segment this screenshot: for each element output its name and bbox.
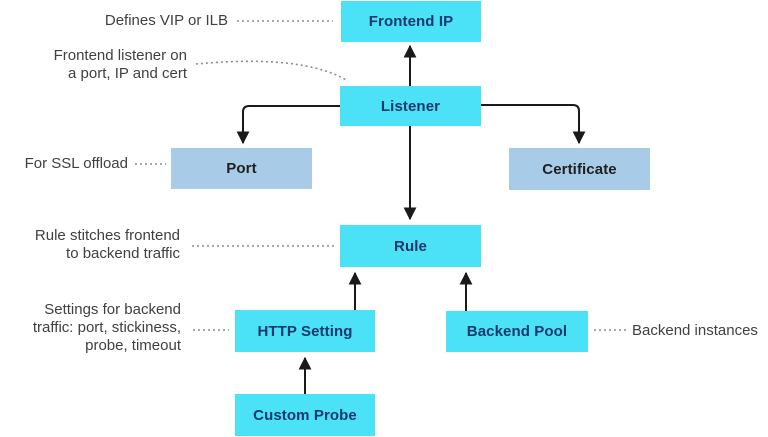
- node-rule: Rule: [340, 225, 481, 267]
- edge-listener-to-certificate: [481, 104, 586, 145]
- node-listener: Listener: [340, 86, 481, 126]
- annotation-backend-pool: Backend instances: [632, 322, 768, 340]
- annotation-rule: Rule stitches frontend to backend traffi…: [0, 227, 180, 263]
- node-certificate: Certificate: [509, 148, 650, 190]
- annotation-line: Rule stitches frontend: [34, 227, 180, 244]
- node-http-setting: HTTP Setting: [235, 310, 375, 352]
- annotation-frontend-ip: Defines VIP or ILB: [28, 12, 228, 30]
- annotation-line: a port, IP and cert: [68, 65, 187, 82]
- node-frontend-ip-label: Frontend IP: [368, 13, 454, 30]
- node-frontend-ip: Frontend IP: [341, 1, 481, 42]
- edge-listener-to-port: [236, 105, 340, 145]
- annotation-line: Backend instances: [632, 322, 758, 339]
- annotation-line: For SSL offload: [24, 155, 128, 172]
- node-backend-pool-label: Backend Pool: [466, 323, 568, 340]
- annotation-http-setting: Settings for backend traffic: port, stic…: [0, 301, 181, 355]
- node-custom-probe-label: Custom Probe: [253, 406, 357, 424]
- node-certificate-label: Certificate: [542, 160, 617, 178]
- annotation-line: Settings for backend: [44, 301, 181, 318]
- node-port-label: Port: [226, 160, 257, 177]
- node-port: Port: [171, 148, 312, 189]
- node-backend-pool: Backend Pool: [446, 311, 588, 352]
- annotation-line: probe, timeout: [85, 337, 181, 354]
- annotation-line: Defines VIP or ILB: [104, 12, 228, 29]
- annotation-line: to backend traffic: [66, 245, 180, 262]
- annotation-port: For SSL offload: [0, 155, 128, 173]
- dotted-connector-listener: [195, 60, 349, 82]
- annotation-line: traffic: port, stickiness,: [32, 319, 181, 336]
- node-listener-label: Listener: [380, 97, 441, 115]
- node-rule-label: Rule: [394, 237, 427, 255]
- node-custom-probe: Custom Probe: [235, 394, 375, 436]
- annotation-line: Frontend listener on: [53, 47, 187, 64]
- annotation-listener: Frontend listener on a port, IP and cert: [29, 47, 187, 83]
- node-http-setting-label: HTTP Setting: [257, 322, 353, 340]
